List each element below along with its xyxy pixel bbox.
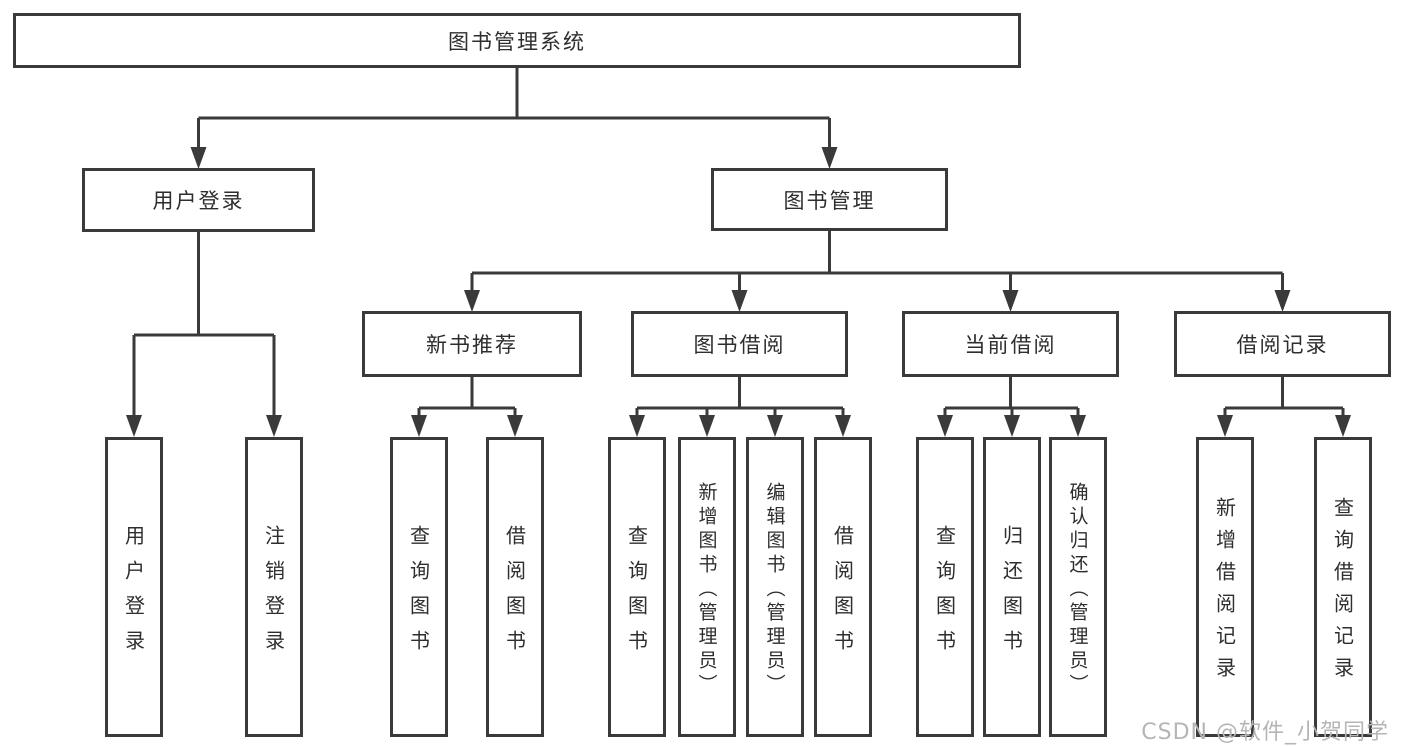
arrow-to-recommend <box>464 290 480 312</box>
leaf-borrow-edit-book-admin-label: 编辑图书（管理员） <box>763 481 786 698</box>
leaf-records-query-record: 查询借阅记录 <box>1314 437 1372 737</box>
node-root-label: 图书管理系统 <box>448 29 586 54</box>
arrow-to-leaf-cur-2 <box>1004 415 1020 437</box>
node-new-book-recommend-label: 新书推荐 <box>426 333 518 357</box>
leaf-records-add-record-label: 新增借阅记录 <box>1212 497 1237 689</box>
leaf-borrow-borrow-book: 借阅图书 <box>814 437 872 737</box>
leaf-borrow-query-book-label: 查询图书 <box>624 524 649 665</box>
leaf-logout-label: 注销登录 <box>261 524 286 665</box>
leaf-recommend-borrow-book: 借阅图书 <box>486 437 544 737</box>
node-root: 图书管理系统 <box>13 13 1021 68</box>
arrow-to-leaf-bor-3 <box>767 415 783 437</box>
connector-lines <box>132 68 1345 418</box>
arrow-to-leaf-login-1 <box>126 415 142 437</box>
arrow-to-leaf-recd-2 <box>1335 415 1351 437</box>
leaf-current-return-book: 归还图书 <box>983 437 1041 737</box>
connector-borrow-leaves <box>635 377 845 418</box>
leaf-current-query-book: 查询图书 <box>916 437 974 737</box>
arrow-to-leaf-login-2 <box>266 415 282 437</box>
arrow-to-leaf-bor-2 <box>699 415 715 437</box>
leaf-current-confirm-return-admin-label: 确认归还（管理员） <box>1066 481 1089 698</box>
node-book-mgmt: 图书管理 <box>711 168 948 231</box>
leaf-user-login-label: 用户登录 <box>121 524 146 665</box>
watermark: CSDN @软件_小贺同学 <box>1141 720 1389 745</box>
arrow-to-leaf-cur-3 <box>1070 415 1086 437</box>
node-current-borrow-label: 当前借阅 <box>964 333 1057 357</box>
arrow-to-leaf-bor-4 <box>835 415 851 437</box>
arrow-to-leaf-rec-1 <box>411 415 427 437</box>
leaf-borrow-query-book: 查询图书 <box>608 437 666 737</box>
leaf-recommend-query-book-label: 查询图书 <box>406 524 431 665</box>
connector-current-leaves <box>943 377 1080 418</box>
arrow-to-current <box>1002 290 1019 312</box>
leaf-user-login: 用户登录 <box>105 437 163 737</box>
node-current-borrow: 当前借阅 <box>902 311 1119 377</box>
leaf-borrow-edit-book-admin: 编辑图书（管理员） <box>746 437 804 737</box>
node-new-book-recommend: 新书推荐 <box>362 311 582 377</box>
arrow-to-borrow <box>731 290 748 312</box>
leaf-current-return-book-label: 归还图书 <box>999 524 1024 665</box>
connector-mgmt-level3 <box>470 231 1284 293</box>
leaf-logout: 注销登录 <box>245 437 303 737</box>
leaf-borrow-add-book-admin-label: 新增图书（管理员） <box>695 481 718 698</box>
node-borrow-records: 借阅记录 <box>1174 311 1391 377</box>
node-user-login: 用户登录 <box>82 168 315 232</box>
leaf-borrow-borrow-book-label: 借阅图书 <box>830 524 855 665</box>
arrow-to-leaf-cur-1 <box>937 415 953 437</box>
leaf-recommend-query-book: 查询图书 <box>390 437 448 737</box>
leaf-records-query-record-label: 查询借阅记录 <box>1330 497 1355 689</box>
leaf-current-confirm-return-admin: 确认归还（管理员） <box>1049 437 1107 737</box>
leaf-records-add-record: 新增借阅记录 <box>1196 437 1254 737</box>
arrow-to-user-login <box>190 147 207 169</box>
arrow-to-leaf-recd-1 <box>1217 415 1233 437</box>
arrow-to-leaf-rec-2 <box>507 415 523 437</box>
connector-recommend-leaves <box>417 377 517 418</box>
node-borrow-records-label: 借阅记录 <box>1236 333 1329 357</box>
node-book-borrow: 图书借阅 <box>631 311 848 377</box>
leaf-current-query-book-label: 查询图书 <box>932 524 957 665</box>
arrow-to-leaf-bor-1 <box>629 415 645 437</box>
leaf-borrow-add-book-admin: 新增图书（管理员） <box>678 437 736 737</box>
connector-records-leaves <box>1223 377 1345 418</box>
connector-arrowheads <box>126 147 1351 437</box>
node-book-borrow-label: 图书借阅 <box>693 333 786 357</box>
leaf-recommend-borrow-book-label: 借阅图书 <box>502 524 527 665</box>
node-user-login-label: 用户登录 <box>152 189 245 213</box>
arrow-to-book-mgmt <box>821 147 838 169</box>
arrow-to-records <box>1274 290 1291 312</box>
connector-root-level2 <box>197 68 831 150</box>
connector-login-leaves <box>132 232 276 418</box>
node-book-mgmt-label: 图书管理 <box>783 188 876 213</box>
